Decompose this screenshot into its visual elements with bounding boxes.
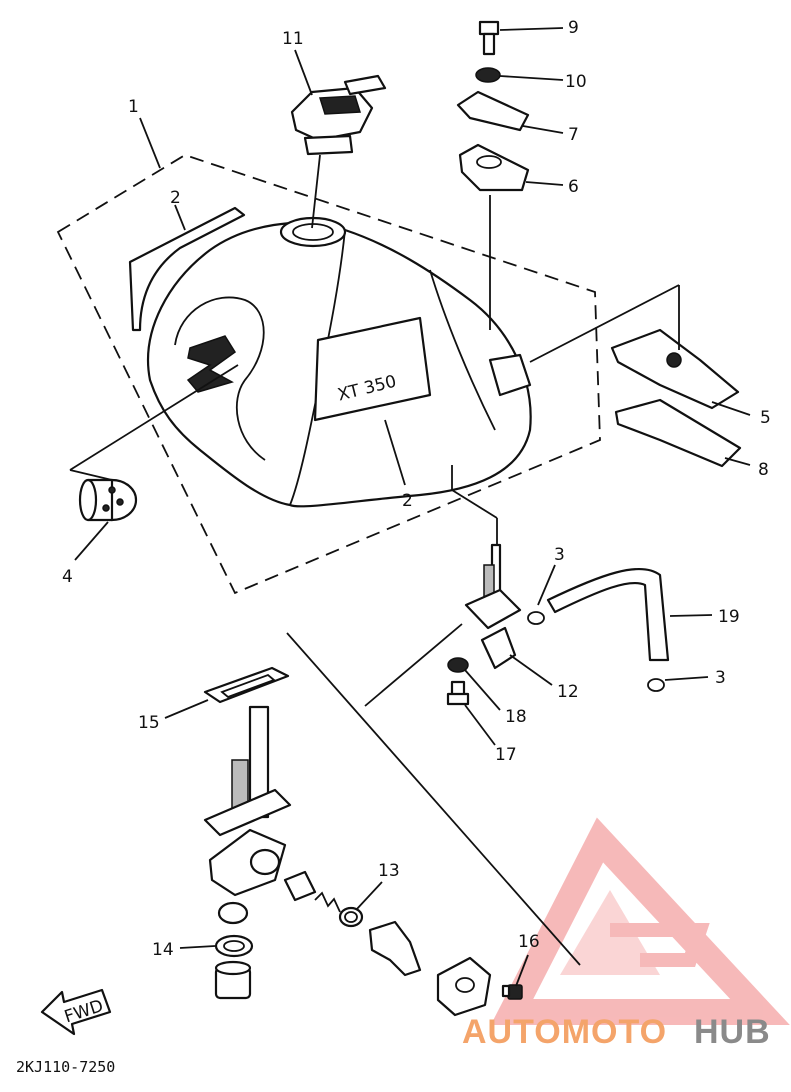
callout-17: 17: [495, 745, 517, 765]
callout-4: 4: [62, 567, 73, 587]
o-ring-13: [338, 906, 364, 928]
callout-8: 8: [758, 460, 769, 480]
callout-3-upper: 3: [554, 545, 565, 565]
callout-16: 16: [518, 932, 540, 952]
screw-17: [446, 680, 470, 706]
callout-6: 6: [568, 177, 579, 197]
callout-2-decal: 2: [170, 188, 181, 208]
watermark-brand-part2: HUB: [694, 1013, 771, 1051]
fwd-arrow-icon: [40, 988, 112, 1036]
watermark-brand-part1: AUTOMOTO: [462, 1013, 667, 1051]
tank-assembly-outline: [56, 154, 601, 595]
callout-19: 19: [718, 607, 740, 627]
callout-5: 5: [760, 408, 771, 428]
seal-small: [217, 901, 249, 925]
o-ring-14: [214, 934, 254, 958]
watermark-logo: [490, 817, 790, 1025]
lever-part: [368, 920, 422, 977]
callout-1: 1: [128, 97, 139, 117]
valve-part-a: [283, 870, 317, 902]
callout-7: 7: [568, 125, 579, 145]
decal-left: [128, 206, 246, 332]
washer-18: [447, 657, 469, 673]
bracket-7: [456, 90, 530, 132]
fuel-cock-upper: [464, 543, 522, 670]
clip-3-upper: [527, 611, 545, 625]
callout-15: 15: [138, 713, 160, 733]
callout-3-lower: 3: [715, 668, 726, 688]
gasket-15: [203, 666, 290, 704]
callout-18: 18: [505, 707, 527, 727]
part-code: 2KJ110-7250: [16, 1058, 115, 1076]
spring: [314, 891, 341, 913]
callout-14: 14: [152, 940, 174, 960]
cup-filter: [214, 960, 252, 1000]
callout-9: 9: [568, 18, 579, 38]
callout-11: 11: [282, 29, 304, 49]
callout-10: 10: [565, 72, 587, 92]
damper-8: [614, 398, 742, 468]
callout-13: 13: [378, 861, 400, 881]
screw-16: [501, 984, 523, 1000]
fuel-cap: [290, 74, 387, 156]
bolt-9: [478, 20, 500, 56]
callout-leaders: [74, 27, 751, 987]
fuel-hose-19: [546, 567, 670, 662]
rear-bracket-5: [610, 328, 740, 410]
washer-10: [475, 67, 501, 83]
fuel-cock-lower: [203, 705, 292, 897]
callout-12: 12: [557, 682, 579, 702]
callout-2-emblem: 2: [402, 491, 413, 511]
cover-plate: [436, 956, 492, 1017]
damper-4: [78, 478, 138, 522]
clip-3-lower: [647, 678, 665, 692]
fuel-tank: [147, 216, 532, 508]
